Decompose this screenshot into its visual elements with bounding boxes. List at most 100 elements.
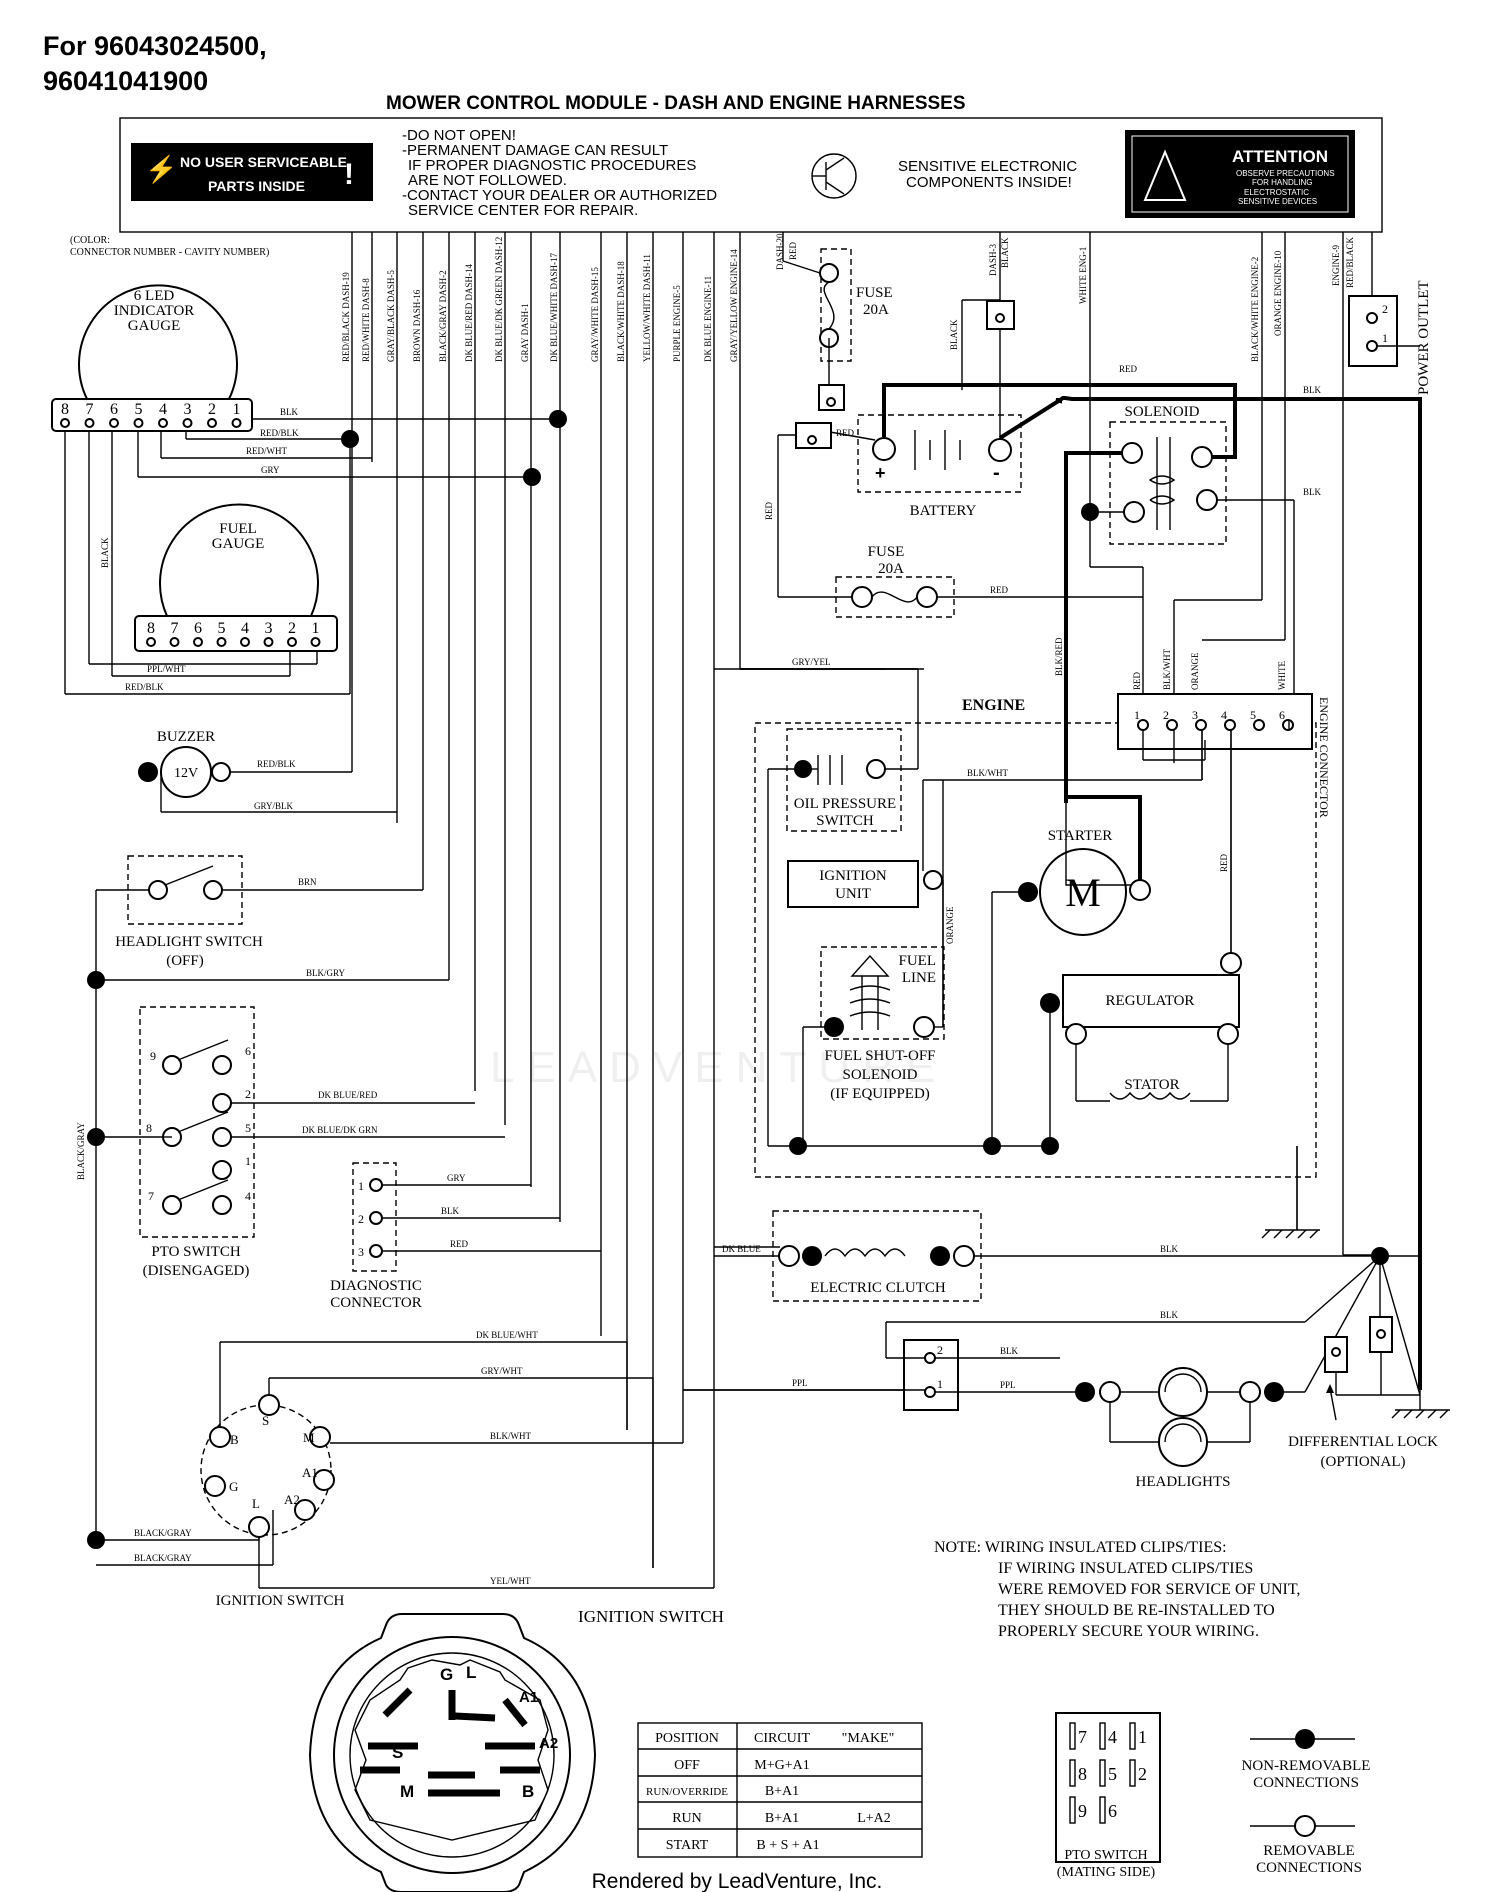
svg-text:RED: RED [788,241,798,260]
gauge-pin-number: 4 [159,401,167,418]
svg-text:5: 5 [245,1121,251,1135]
svg-text:BLK: BLK [1303,385,1322,395]
svg-text:(OPTIONAL): (OPTIONAL) [1321,1454,1406,1470]
battery: + - BATTERY [857,414,1022,519]
svg-text:GAUGE: GAUGE [212,536,265,552]
electric-clutch: ELECTRIC CLUTCH [772,1210,982,1302]
svg-text:RED: RED [450,1239,469,1249]
svg-text:IF WIRING INSULATED CLIPS/TIES: IF WIRING INSULATED CLIPS/TIES [998,1560,1253,1577]
harness-wire-label: DK BLUE/DK GREEN DASH-12 [494,237,504,362]
svg-text:4: 4 [245,1189,251,1203]
svg-text:L+A2: L+A2 [857,1811,891,1826]
svg-text:2: 2 [937,1343,943,1357]
diagram-title: MOWER CONTROL MODULE - DASH AND ENGINE H… [386,93,966,114]
svg-text:A2: A2 [539,1735,558,1752]
sensitive-line-1: SENSITIVE ELECTRONIC [898,158,1077,175]
fuel-pin-number: 5 [218,620,226,637]
svg-text:3: 3 [358,1245,364,1259]
svg-text:B + S + A1: B + S + A1 [756,1838,819,1853]
harness-wire-label: GRAY/WHITE DASH-15 [590,267,600,362]
svg-text:HEADLIGHT SWITCH: HEADLIGHT SWITCH [115,934,263,950]
svg-text:RED: RED [764,501,774,520]
fuse-20a-middle: FUSE 20A [835,544,955,618]
svg-text:GAUGE: GAUGE [128,318,181,334]
svg-text:WERE REMOVED FOR SERVICE OF UN: WERE REMOVED FOR SERVICE OF UNIT, [998,1581,1300,1598]
svg-text:DASH-3: DASH-3 [988,243,998,276]
svg-text:1: 1 [358,1179,364,1193]
attention-esd-label: ATTENTION OBSERVE PRECAUTIONS FOR HANDLI… [1125,130,1355,218]
svg-text:RED/WHT: RED/WHT [246,446,287,456]
svg-text:2: 2 [1382,302,1388,316]
diagnostic-connector: 1 2 3 DIAGNOSTIC CONNECTOR [330,1162,422,1311]
harness-wire-label: BLACK/WHITE DASH-18 [616,261,626,362]
headlights: HEADLIGHTS [1075,1367,1284,1490]
svg-text:NOTE: WIRING INSULATED CLIPS/: NOTE: WIRING INSULATED CLIPS/TIES: [934,1539,1227,1556]
starter-motor: STARTER M [1018,828,1151,936]
svg-text:B+A1: B+A1 [765,1784,799,1799]
svg-text:FUEL: FUEL [899,953,937,969]
svg-text:SERVICE CENTER FOR REPAIR.: SERVICE CENTER FOR REPAIR. [408,202,638,219]
dash3-connector [986,300,1015,330]
lightning-icon: ⚡ [145,154,177,185]
svg-text:ENGINE CONNECTOR: ENGINE CONNECTOR [1317,697,1331,818]
svg-text:PROPERLY SECURE YOUR WIRING.: PROPERLY SECURE YOUR WIRING. [998,1623,1259,1640]
svg-text:B: B [522,1782,534,1801]
svg-text:"MAKE": "MAKE" [842,1731,895,1746]
regulator: REGULATOR [1040,952,1242,1045]
svg-text:2: 2 [358,1212,364,1226]
svg-text:S: S [392,1743,403,1762]
esd-hand-icon [1143,149,1187,201]
harness-right-labels: DASH-20 RED DASH-3 BLACK WHITE ENG-1 BLA… [775,233,1355,362]
svg-text:CONNECTIONS: CONNECTIONS [1256,1860,1362,1876]
svg-text:RED: RED [836,428,855,438]
svg-text:ORANGE: ORANGE [1190,652,1200,690]
fuse-20a-top: FUSE 20A [819,248,893,362]
solenoid: SOLENOID [1109,404,1227,545]
svg-text:WHITE: WHITE [1277,661,1287,690]
svg-text:PPL: PPL [1000,1380,1016,1390]
svg-text:12V: 12V [174,766,198,781]
svg-text:20A: 20A [863,302,889,318]
differential-lock-connectors: DIFFERENTIAL LOCK (OPTIONAL) [1288,1316,1438,1470]
svg-text:BATTERY: BATTERY [910,503,977,519]
svg-text:YEL/WHT: YEL/WHT [490,1576,531,1586]
svg-text:BLK: BLK [1160,1310,1179,1320]
harness-wire-label: YELLOW/WHITE DASH-11 [642,254,652,362]
svg-text:7: 7 [148,1189,154,1203]
pto-mating-pin: 7 [1078,1727,1087,1747]
svg-text:DIFFERENTIAL LOCK: DIFFERENTIAL LOCK [1288,1434,1438,1450]
svg-text:1: 1 [937,1377,943,1391]
harness-wire-label: BLACK/GRAY DASH-2 [438,270,448,362]
svg-text:M: M [303,1430,315,1445]
svg-text:NON-REMOVABLE: NON-REMOVABLE [1242,1758,1371,1774]
module-warning-text: -DO NOT OPEN! -PERMANENT DAMAGE CAN RESU… [402,127,717,219]
fuel-arrow-icon [850,954,890,977]
svg-text:L: L [466,1663,476,1682]
models-line-1: For 96043024500, [43,31,267,61]
svg-text:CONNECTOR: CONNECTOR [330,1295,421,1311]
control-module-box [119,117,1383,233]
gauge-pin-number: 2 [208,401,216,418]
svg-text:FUSE: FUSE [856,285,893,301]
gauge-pin-number: 3 [184,401,192,418]
svg-text:BLACK: BLACK [1000,237,1010,268]
svg-text:A2: A2 [284,1492,300,1507]
svg-text:+: + [875,463,886,483]
harness-wire-label: BROWN DASH-16 [412,289,422,362]
models-line-2: 96041041900 [43,66,208,96]
svg-text:CONNECTIONS: CONNECTIONS [1253,1775,1359,1791]
svg-text:DASH-20: DASH-20 [775,233,785,270]
svg-text:PTO SWITCH: PTO SWITCH [1064,1848,1147,1863]
fuel-pin-number: 8 [147,620,155,637]
svg-text:M: M [1065,870,1101,915]
battery-negative-cable [998,396,1422,1390]
harness-wire-label: RED/BLACK DASH-19 [341,272,351,362]
svg-text:HEADLIGHTS: HEADLIGHTS [1136,1474,1231,1490]
sensitive-line-2: COMPONENTS INSIDE! [906,174,1072,191]
harness-wire-label: DK BLUE ENGINE-11 [703,276,713,362]
svg-text:SWITCH: SWITCH [816,813,874,829]
svg-text:RED: RED [1119,364,1138,374]
